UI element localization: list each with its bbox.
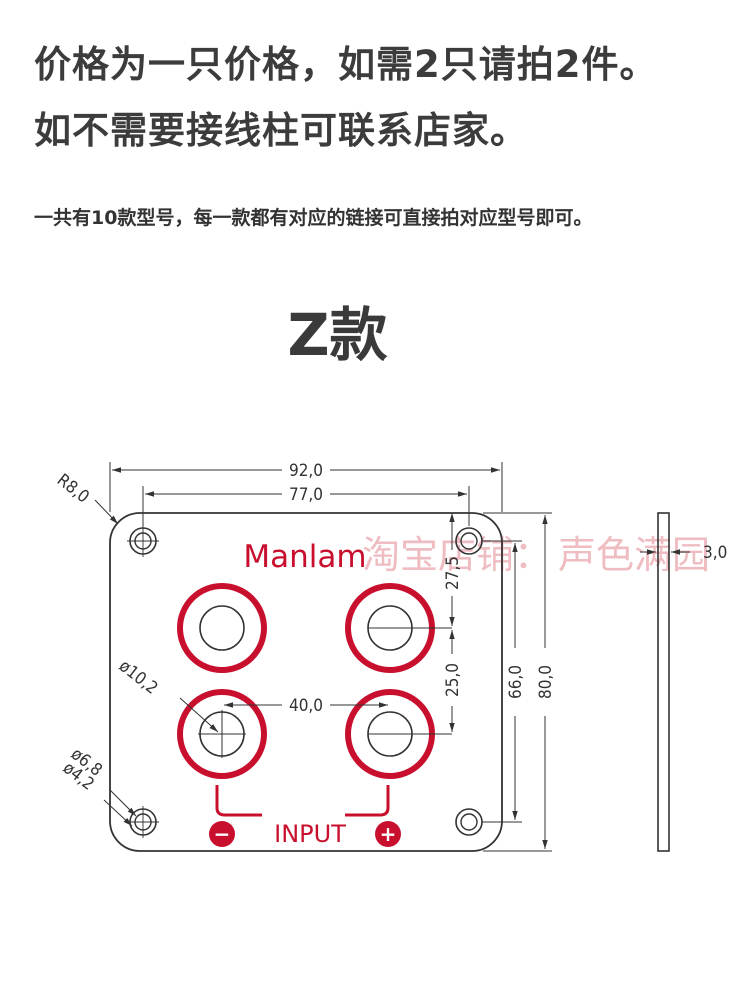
mounting-hole-bottom-right (455, 808, 483, 836)
brand-logo: Manlam (243, 539, 366, 575)
dim-width-total: 92,0 (289, 461, 323, 481)
dim-hole-large: ø10,2 (115, 656, 162, 698)
terminal-bottom-right (345, 689, 452, 779)
plus-icon (375, 821, 401, 847)
plus-symbol: + (380, 822, 397, 846)
watermark-right: 声色满园 (558, 533, 710, 577)
dim-spacing-vertical: 25,0 (443, 663, 463, 697)
technical-drawing: 淘宝店铺： 声色满园 Manlam (53, 461, 727, 852)
dim-height-holes: 66,0 (506, 665, 526, 699)
trace-right (345, 785, 390, 817)
plate-outline (109, 512, 503, 852)
dim-width-holes: 77,0 (289, 485, 323, 505)
input-label: INPUT (274, 820, 346, 848)
minus-icon (209, 821, 235, 847)
price-note-headline: 价格为一只价格，如需2只请拍2件。 (34, 43, 658, 86)
mounting-hole-top-left (127, 525, 159, 557)
dim-offset-top: 27,5 (443, 556, 463, 590)
model-title: Z款 (287, 301, 388, 369)
dim-height-total: 80,0 (536, 665, 556, 699)
dim-thickness: 3,0 (703, 543, 727, 563)
mounting-hole-bottom-left (127, 806, 159, 838)
terminal-bottom-left (177, 689, 267, 779)
terminal-note-headline: 如不需要接线柱可联系店家。 (34, 109, 528, 152)
minus-symbol: − (214, 822, 231, 846)
terminal-top-right (345, 583, 452, 673)
models-note: 一共有10款型号，每一款都有对应的链接可直接拍对应型号即可。 (34, 207, 593, 229)
side-view (657, 512, 670, 852)
dim-spacing-horizontal: 40,0 (289, 696, 323, 716)
dim-corner-radius: R8,0 (53, 470, 93, 507)
watermark-left: 淘宝店铺： (362, 533, 552, 577)
terminal-top-left (177, 583, 267, 673)
trace-left (215, 785, 262, 817)
